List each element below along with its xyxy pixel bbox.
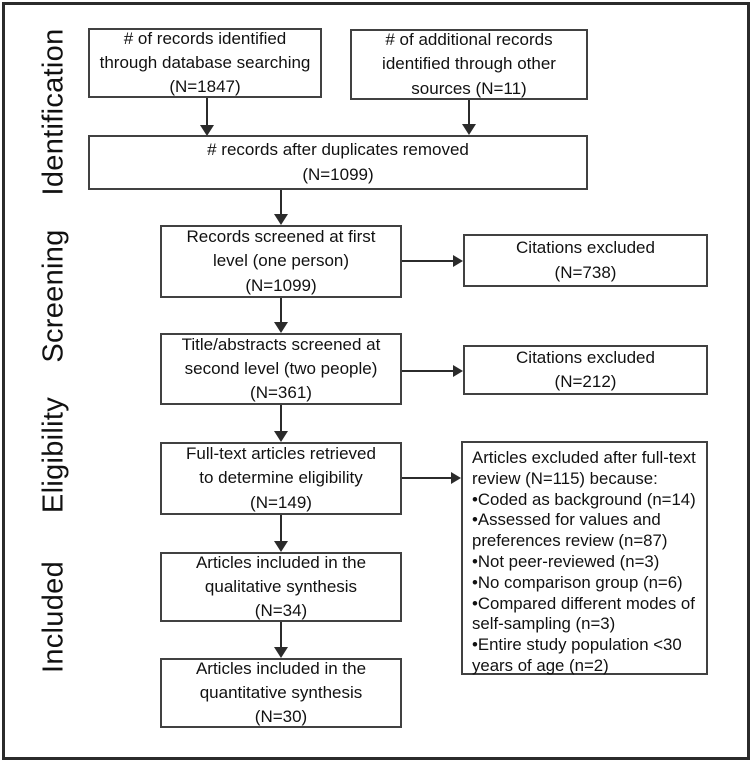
arrow-other-to-duplicates (462, 100, 476, 135)
arrow-second-screen-to-fulltext (274, 405, 288, 442)
box-records-other-sources: # of additional records identified throu… (350, 29, 588, 100)
stage-label-eligibility: Eligibility (37, 396, 70, 514)
arrow-fulltext-to-qualitative (274, 515, 288, 552)
arrow-first-screen-to-excluded (402, 255, 463, 267)
arrow-first-to-second-screen (274, 298, 288, 333)
arrow-database-to-duplicates (200, 98, 214, 136)
stage-label-included: Included (37, 560, 70, 674)
stage-label-screening: Screening (37, 229, 70, 363)
box-fulltext-excluded-reasons: Articles excluded after full-text review… (461, 441, 708, 675)
box-citations-excluded-212: Citations excluded (N=212) (463, 345, 708, 395)
arrow-fulltext-to-excluded (402, 472, 461, 484)
box-records-database-searching: # of records identified through database… (88, 28, 322, 98)
stage-label-identification: Identification (37, 28, 70, 196)
box-qualitative-synthesis: Articles included in the qualitative syn… (160, 552, 402, 622)
box-quantitative-synthesis: Articles included in the quantitative sy… (160, 658, 402, 728)
arrow-second-screen-to-excluded (402, 365, 463, 377)
box-after-duplicates-removed: # records after duplicates removed (N=10… (88, 135, 588, 190)
arrow-duplicates-to-first-screen (274, 190, 288, 225)
arrow-qualitative-to-quantitative (274, 622, 288, 658)
box-citations-excluded-738: Citations excluded (N=738) (463, 234, 708, 287)
box-screened-second-level: Title/abstracts screened at second level… (160, 333, 402, 405)
box-screened-first-level: Records screened at first level (one per… (160, 225, 402, 298)
box-fulltext-retrieved: Full-text articles retrieved to determin… (160, 442, 402, 515)
